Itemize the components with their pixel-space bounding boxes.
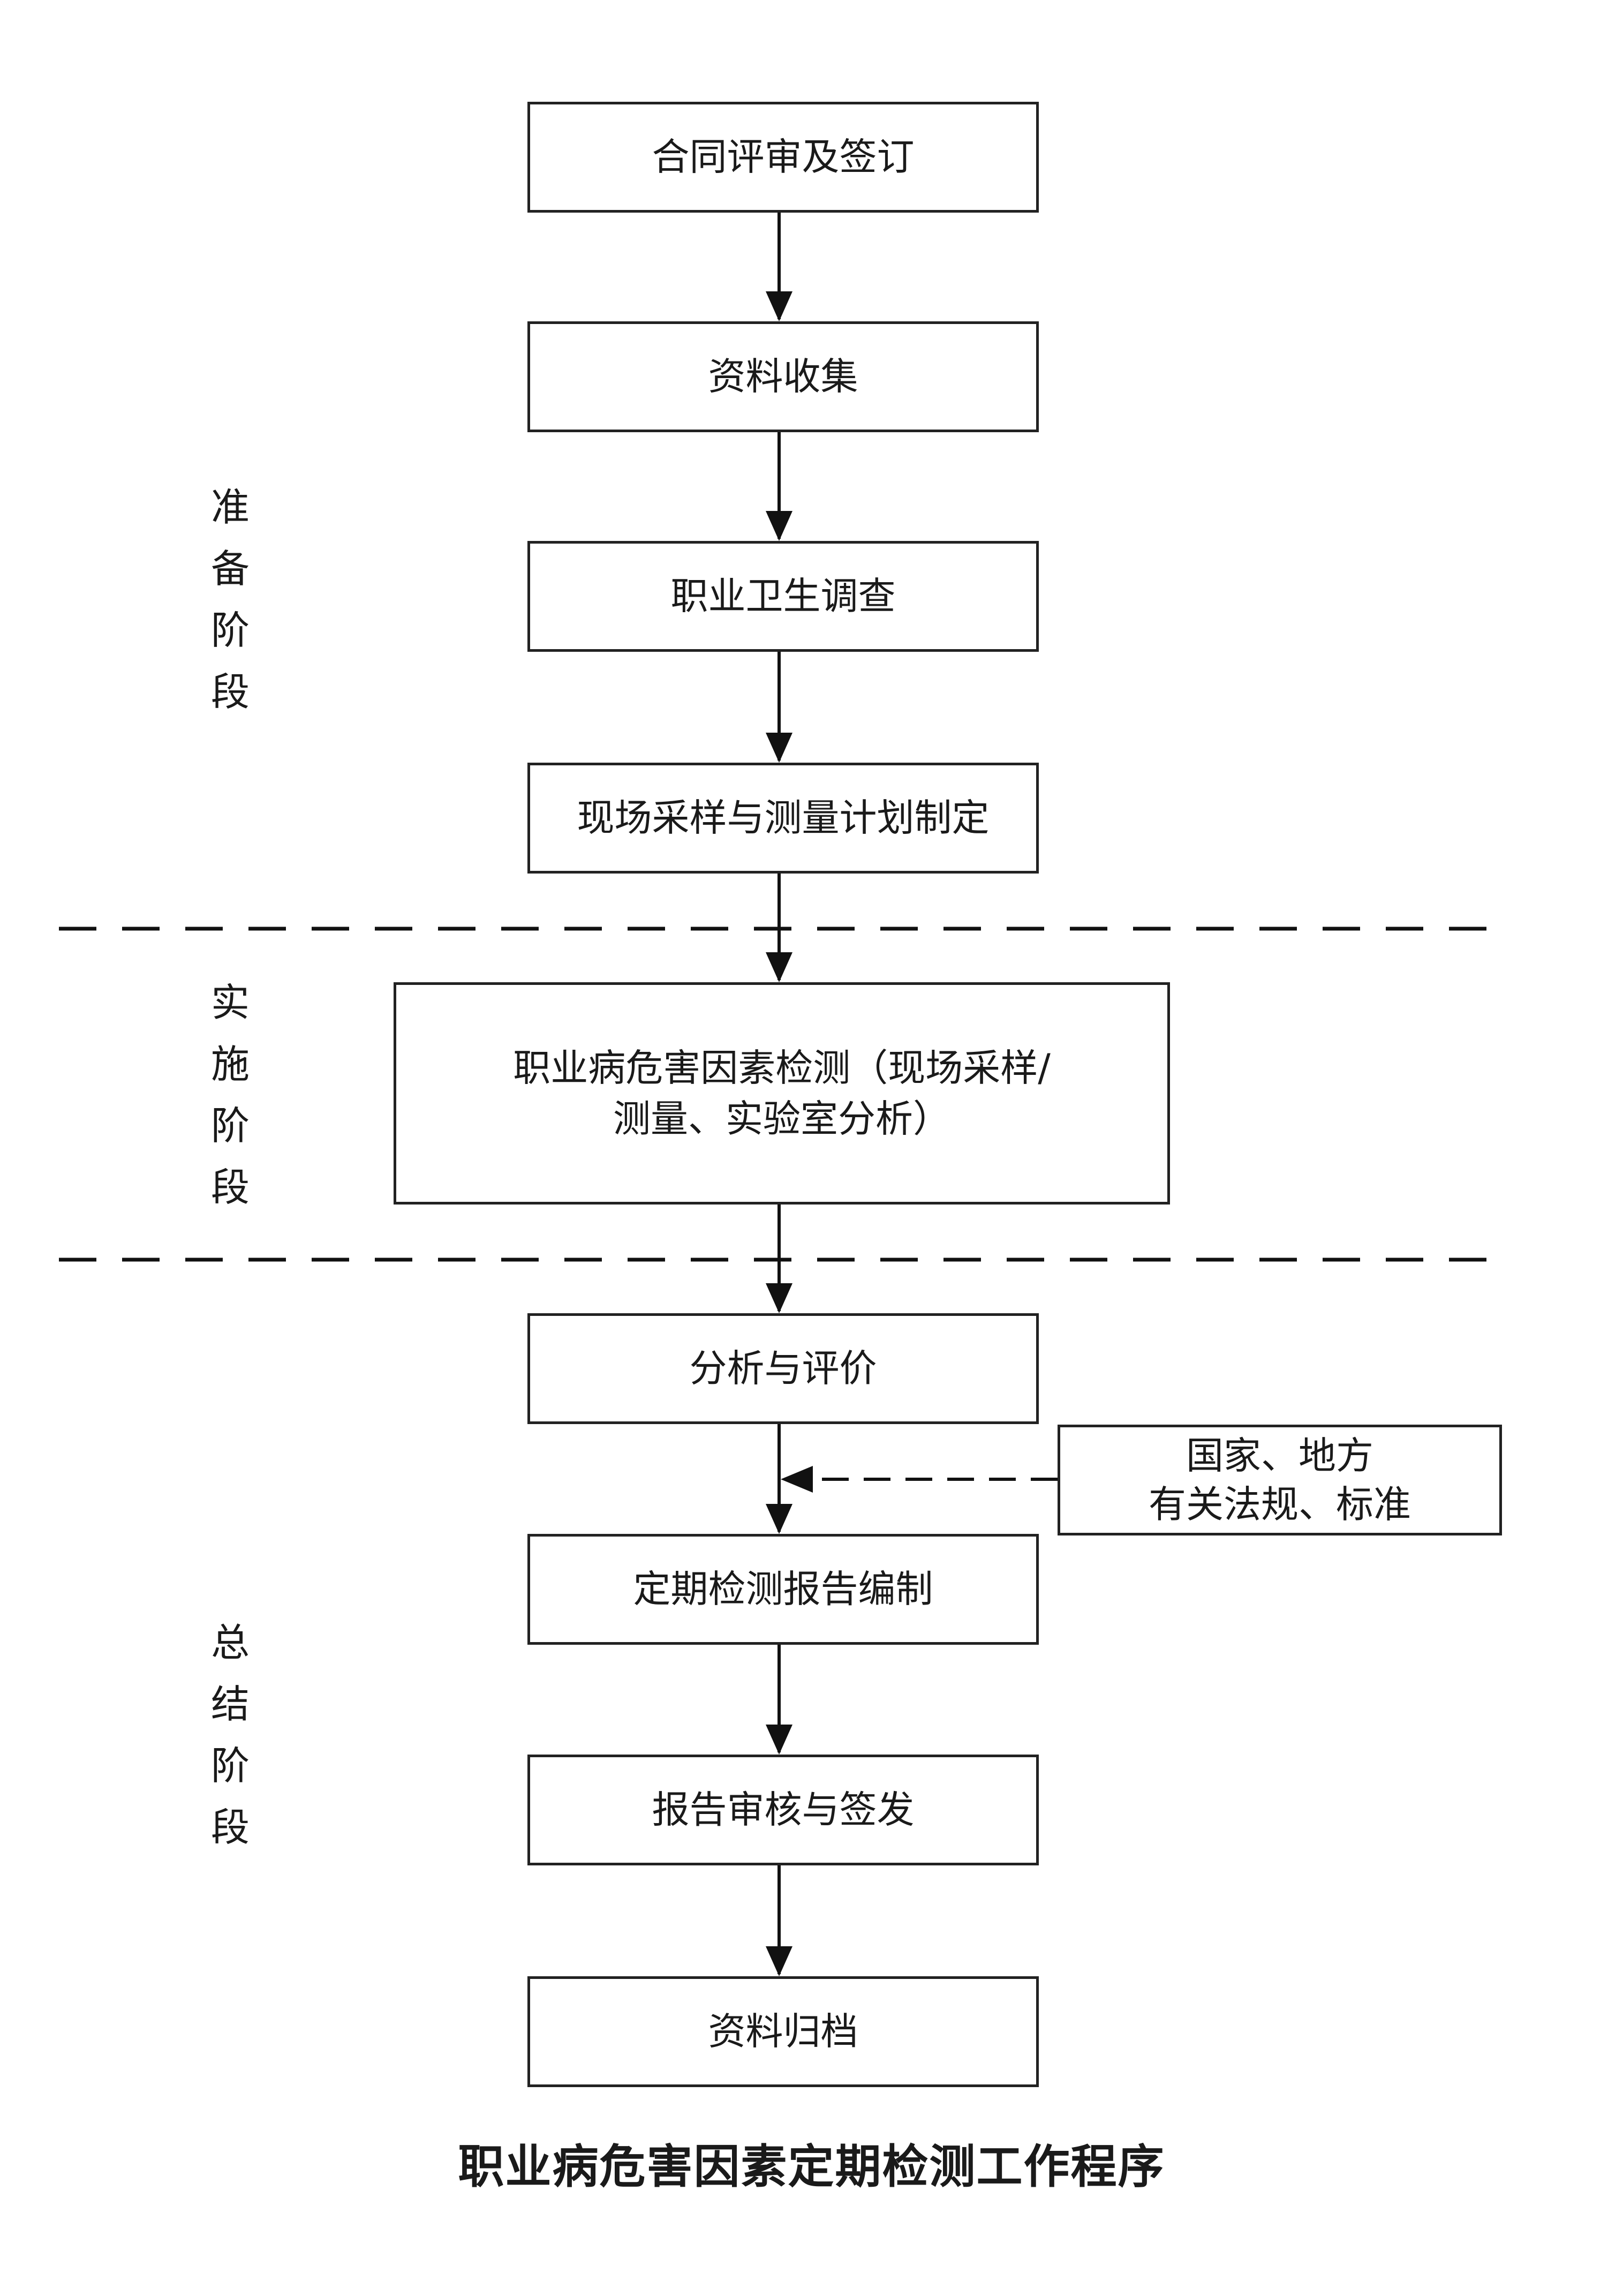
step-archiving-label: 资料归档: [708, 2009, 858, 2054]
step-report-compilation: 定期检测报告编制: [527, 1534, 1039, 1645]
step-hazard-detection: 职业病危害因素检测（现场采样/ 测量、实验室分析）: [394, 982, 1170, 1205]
step-occupational-health-survey-label: 职业卫生调查: [670, 574, 896, 619]
stage-label-preparation: 准 备 阶 段: [198, 477, 262, 723]
regulations-standards-text: 国家、地方 有关法规、标准: [1149, 1432, 1411, 1529]
step-report-compilation-label: 定期检测报告编制: [633, 1567, 933, 1612]
step-data-collection-label: 资料收集: [708, 355, 858, 399]
diagram-caption: 职业病危害因素定期检测工作程序: [458, 2140, 1165, 2194]
arrowhead-s9: [766, 1946, 792, 1976]
stage-summary-char-4: 段: [210, 1805, 250, 1850]
step-occupational-health-survey: 职业卫生调查: [527, 541, 1039, 652]
step-analysis-evaluation: 分析与评价: [527, 1313, 1039, 1424]
stage-prep-char-3: 阶: [210, 608, 250, 653]
arrowhead-s7: [766, 1504, 792, 1534]
step-report-review: 报告审核与签发: [527, 1755, 1039, 1865]
step-archiving: 资料归档: [527, 1976, 1039, 2087]
arrowhead-s2: [766, 291, 792, 321]
stage-summary-char-3: 阶: [210, 1743, 250, 1788]
stage-summary-char-2: 结: [210, 1682, 250, 1727]
arrowhead-s6: [766, 1283, 792, 1313]
stage-label-summary: 总 结 阶 段: [198, 1612, 262, 1858]
step-contract-review: 合同评审及签订: [527, 102, 1039, 213]
step-sampling-plan-label: 现场采样与测量计划制定: [577, 796, 990, 840]
stage-impl-char-3: 阶: [210, 1103, 250, 1148]
stage-summary-char-1: 总: [210, 1620, 250, 1665]
regulations-standards-box: 国家、地方 有关法规、标准: [1058, 1425, 1502, 1535]
stage-impl-char-4: 段: [210, 1165, 250, 1210]
step-hazard-detection-line2: 测量、实验室分析）: [613, 1096, 950, 1141]
stage-impl-char-1: 实: [210, 980, 250, 1025]
step-report-review-label: 报告审核与签发: [652, 1788, 915, 1832]
stage-label-implementation: 实 施 阶 段: [198, 972, 262, 1218]
stage-prep-char-2: 备: [210, 546, 250, 591]
stage-prep-char-1: 准: [210, 485, 250, 530]
arrowhead-s4: [766, 733, 792, 763]
arrowhead-side-input: [781, 1466, 813, 1493]
step-sampling-plan: 现场采样与测量计划制定: [527, 763, 1039, 874]
arrowhead-s8: [766, 1725, 792, 1755]
arrowhead-s3: [766, 511, 792, 541]
step-data-collection: 资料收集: [527, 321, 1039, 432]
step-hazard-detection-line1: 职业病危害因素检测（现场采样/: [513, 1046, 1051, 1090]
regulations-line1: 国家、地方: [1186, 1433, 1373, 1478]
step-analysis-evaluation-label: 分析与评价: [689, 1346, 877, 1391]
step-hazard-detection-text: 职业病危害因素检测（现场采样/ 测量、实验室分析）: [513, 1043, 1051, 1144]
regulations-line2: 有关法规、标准: [1149, 1482, 1411, 1526]
arrowhead-s5: [766, 952, 792, 982]
stage-impl-char-2: 施: [210, 1042, 250, 1087]
step-contract-review-label: 合同评审及签订: [652, 135, 915, 179]
stage-prep-char-4: 段: [210, 669, 250, 714]
